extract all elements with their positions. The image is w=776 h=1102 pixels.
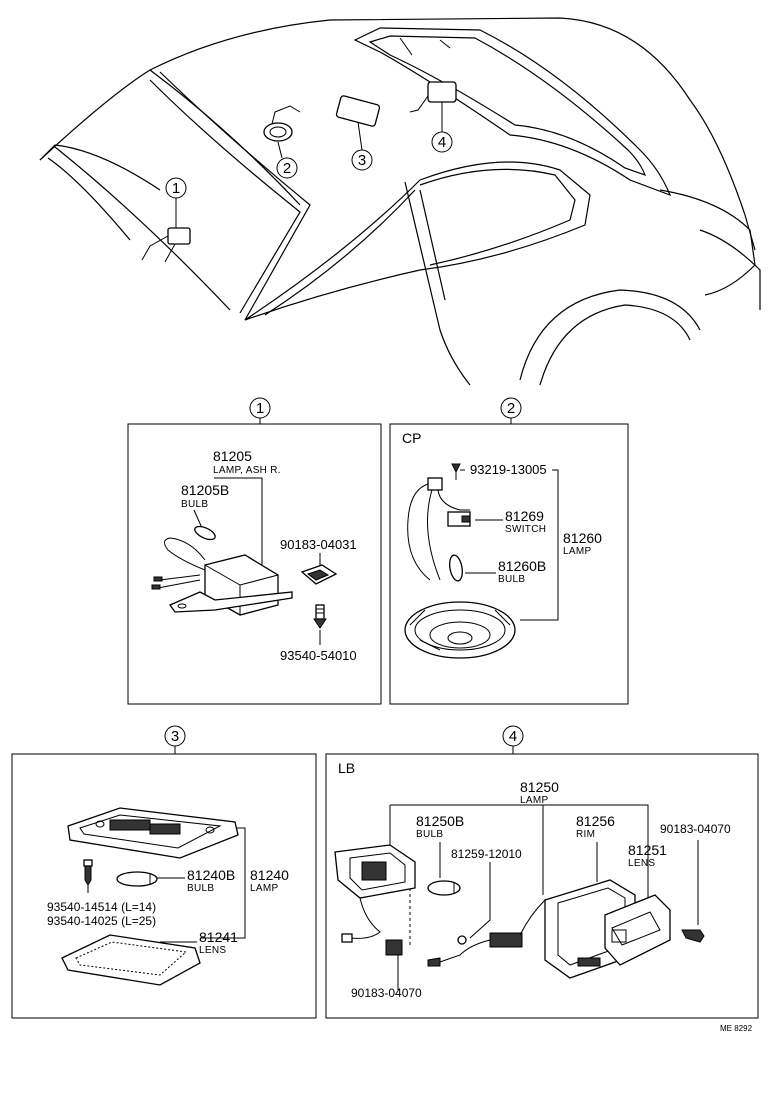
part-number: 93540-54010 bbox=[280, 648, 357, 663]
overview-callout-1[interactable]: 1 bbox=[165, 177, 187, 228]
svg-text:2: 2 bbox=[283, 160, 291, 177]
part-number: 90183-04031 bbox=[280, 537, 357, 552]
part-name: LENS bbox=[628, 858, 655, 869]
part-number: 81260B bbox=[498, 558, 546, 574]
svg-text:2: 2 bbox=[507, 400, 515, 417]
part-number: 81205B bbox=[181, 482, 229, 498]
part-name: LAMP bbox=[250, 883, 278, 894]
variant-tag: LB bbox=[338, 760, 355, 776]
part-name: BULB bbox=[416, 829, 443, 840]
part-number: 81250B bbox=[416, 813, 464, 829]
part-name: LAMP bbox=[563, 546, 591, 557]
part-number: 93219-13005 bbox=[470, 462, 547, 477]
overview-callout-3[interactable]: 3 bbox=[351, 121, 373, 171]
part-name: RIM bbox=[576, 829, 595, 840]
part-number: 90183-04070 bbox=[351, 986, 422, 1000]
part-name: SWITCH bbox=[505, 524, 546, 535]
svg-text:1: 1 bbox=[256, 400, 264, 417]
part-number: 81250 bbox=[520, 779, 559, 795]
section-4-luggage-lamp: 4 LB 81250 LAMP 81250B BULB 81256 RIM 90… bbox=[325, 725, 759, 1019]
part-name: BULB bbox=[187, 883, 214, 894]
section-2-room-lamp: 2 CP 93219-13005 81269 SWITCH 81260 LAMP… bbox=[389, 397, 629, 705]
part-name: BULB bbox=[181, 499, 208, 510]
overview-callout-4[interactable]: 4 bbox=[431, 102, 453, 153]
variant-tag: CP bbox=[402, 430, 421, 446]
part-number: 93540-14025 (L=25) bbox=[47, 914, 156, 928]
part-number: 81241 bbox=[199, 929, 238, 945]
svg-text:3: 3 bbox=[171, 728, 179, 745]
part-number: 81259-12010 bbox=[451, 847, 522, 861]
part-number: 93540-14514 (L=14) bbox=[47, 900, 156, 914]
svg-text:3: 3 bbox=[358, 152, 366, 169]
part-name: BULB bbox=[498, 574, 525, 585]
svg-text:4: 4 bbox=[438, 134, 446, 151]
svg-text:4: 4 bbox=[509, 728, 517, 745]
drawing-code: ME 8292 bbox=[720, 1024, 753, 1033]
part-name: LENS bbox=[199, 945, 226, 956]
part-name: LAMP, ASH R. bbox=[213, 465, 281, 476]
section-1-ash-receptacle-lamp: 1 81205 LAMP, ASH R. 81205B BULB 90183-0… bbox=[127, 397, 382, 705]
part-name: LAMP bbox=[520, 795, 548, 806]
svg-text:1: 1 bbox=[172, 180, 180, 197]
part-number: 81205 bbox=[213, 448, 252, 464]
part-number: 81260 bbox=[563, 530, 602, 546]
overview-callout-2[interactable]: 2 bbox=[276, 141, 298, 179]
part-number: 90183-04070 bbox=[660, 822, 731, 836]
part-number: 81256 bbox=[576, 813, 615, 829]
part-number: 81240B bbox=[187, 867, 235, 883]
car-overview-illustration bbox=[39, 17, 761, 386]
part-number: 81240 bbox=[250, 867, 289, 883]
part-number: 81269 bbox=[505, 508, 544, 524]
section-3-map-lamp: 3 81240B BULB 81240 LAMP 93540-14514 (L=… bbox=[11, 725, 317, 1019]
